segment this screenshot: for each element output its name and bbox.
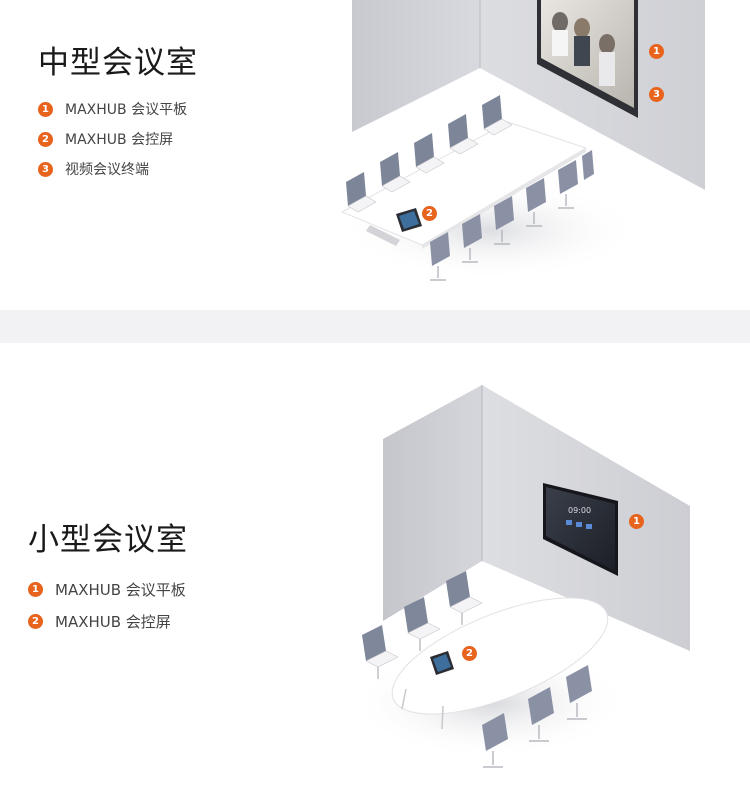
callout-badge-icon: 1 (629, 514, 644, 529)
display-panel (537, 0, 638, 118)
back-chairs (346, 95, 502, 206)
callout-badge-icon: 2 (422, 206, 437, 221)
control-tablet (396, 208, 422, 232)
control-tablet (430, 651, 454, 675)
display-panel: 09:00 (543, 483, 618, 576)
oval-table (391, 597, 609, 730)
legend-label: 视频会议终端 (65, 162, 149, 178)
callout-badge-icon: 2 (462, 646, 477, 661)
legend-item: 2 MAXHUB 会控屏 (38, 124, 187, 154)
medium-room-illustration: 1 3 2 (330, 0, 750, 310)
legend-item: 1 MAXHUB 会议平板 (38, 94, 187, 124)
number-badge-icon: 1 (38, 101, 53, 117)
medium-room-drawing (340, 0, 705, 281)
small-room-section: 小型会议室 1 MAXHUB 会议平板 2 MAXHUB 会控屏 (0, 343, 750, 786)
medium-room-title: 中型会议室 (38, 44, 198, 81)
legend-label: MAXHUB 会控屏 (55, 612, 171, 631)
medium-room-section: 中型会议室 1 MAXHUB 会议平板 2 MAXHUB 会控屏 3 视频会议终… (0, 0, 750, 310)
legend-item: 3 视频会议终端 (38, 154, 187, 184)
small-room-legend: 1 MAXHUB 会议平板 2 MAXHUB 会控屏 (28, 573, 186, 637)
small-room-illustration: 09:00 (340, 373, 750, 786)
legend-item: 2 MAXHUB 会控屏 (28, 605, 186, 637)
number-badge-icon: 1 (28, 581, 43, 597)
screen-clock: 09:00 (568, 506, 591, 515)
back-chairs (362, 571, 483, 679)
small-room-drawing: 09:00 (350, 385, 690, 768)
legend-label: MAXHUB 会议平板 (65, 102, 188, 118)
legend-item: 1 MAXHUB 会议平板 (28, 573, 186, 605)
callout-badge-icon: 3 (649, 87, 664, 102)
front-chairs (430, 150, 594, 281)
right-wall (480, 0, 705, 190)
number-badge-icon: 2 (28, 613, 43, 629)
callout-badge-icon: 1 (649, 44, 664, 59)
medium-room-legend: 1 MAXHUB 会议平板 2 MAXHUB 会控屏 3 视频会议终端 (38, 94, 187, 184)
legend-label: MAXHUB 会议平板 (55, 580, 186, 599)
number-badge-icon: 2 (38, 131, 53, 147)
number-badge-icon: 3 (38, 161, 53, 177)
left-wall (352, 0, 480, 132)
small-room-title: 小型会议室 (28, 521, 188, 558)
front-chairs (482, 665, 592, 768)
left-wall (383, 385, 482, 621)
legend-label: MAXHUB 会控屏 (65, 132, 174, 148)
section-divider (0, 310, 750, 343)
